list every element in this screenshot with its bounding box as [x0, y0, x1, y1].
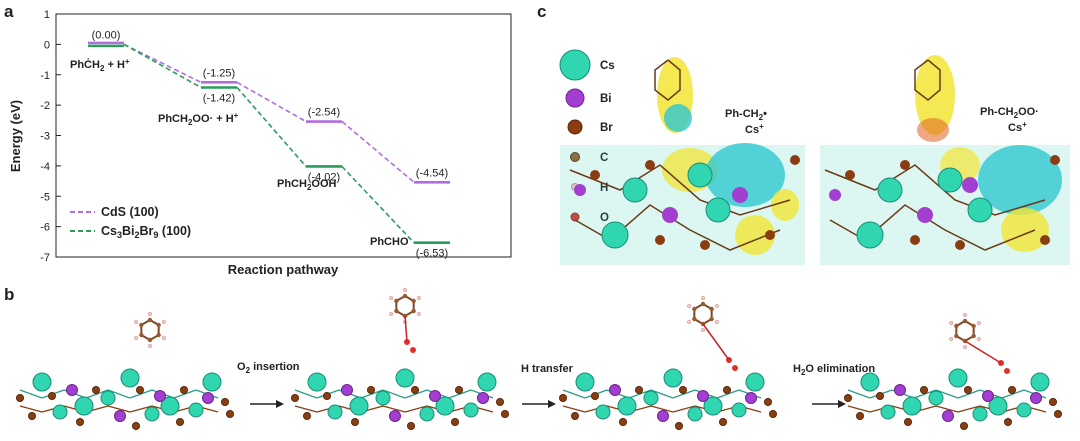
legend-cs-label: Cs — [600, 60, 615, 72]
plot-frame — [55, 13, 512, 258]
slab-structure-2 — [559, 295, 778, 430]
slab-layer — [15, 287, 1063, 430]
series-0-connector-0 — [123, 43, 202, 84]
legend-bi-atom — [565, 88, 585, 108]
y-axis-label: Energy (eV) — [8, 100, 23, 172]
series-1-value-label-3: (-6.53) — [416, 248, 448, 260]
slab-structure-0 — [15, 311, 234, 430]
legend-c-atom — [570, 152, 580, 162]
legend-o-label: O — [600, 212, 609, 224]
series-0-value-label-3: (-4.54) — [416, 167, 448, 179]
legend-h-label: H — [600, 182, 608, 194]
step-label-0: PhĊH2 + H+ — [70, 57, 130, 73]
x-axis-label: Reaction pathway — [228, 262, 339, 277]
series-1-connector-2 — [341, 165, 415, 244]
energy-profile-chart: 1 0 -1 -2 -3 -4 -5 -6 -7 Energy (eV) Reaction pa… — [8, 9, 512, 277]
panel-a-letter: a — [4, 2, 14, 21]
label-ph-ch2oo-radical: Ph-CH2OO· — [980, 106, 1039, 120]
series-0-connector-1 — [236, 81, 307, 123]
step-label-2: PhCH2OOH — [277, 178, 337, 192]
label-ph-ch2-radical: Ph-CH2• — [725, 108, 767, 122]
series-1-value-label-2: (-4.02) — [308, 171, 340, 183]
panel-c-letter: c — [537, 2, 547, 21]
arrow-h-transfer — [522, 400, 556, 408]
y-tick-label: -1 — [40, 70, 50, 82]
y-tick-label: 0 — [44, 39, 50, 51]
label-cs-plus-left: Cs+ — [745, 122, 764, 136]
y-tick-label: -4 — [40, 161, 50, 173]
series-0-value-label-1: (-1.25) — [203, 67, 235, 79]
series-0-connector-2 — [341, 120, 415, 183]
reaction-steps-panel: O2 insertion H transfer H2O elimination — [15, 287, 1063, 430]
legend-br-atom — [567, 119, 583, 135]
series-0-value-label-0: (0.00) — [92, 29, 121, 41]
step-label-1: PhCH2OO· + H+ — [158, 111, 239, 127]
charge-density-structure-right — [820, 55, 1070, 265]
legend-label-cds: CdS (100) — [101, 205, 159, 219]
y-tick-label: -5 — [40, 191, 50, 203]
series-1-connector-0 — [123, 43, 202, 89]
charge-density-panel: Cs Bi Br C H O — [559, 49, 1070, 265]
legend-o-atom — [570, 212, 580, 222]
slab-structure-3 — [844, 312, 1063, 430]
arrow-o2-insertion — [250, 400, 284, 408]
step-o2-insertion-label: O2 insertion — [237, 361, 300, 375]
y-tick-label: -6 — [40, 222, 50, 234]
series-1-value-label-1: (-1.42) — [203, 93, 235, 105]
y-axis-ticks: 1 0 -1 -2 -3 -4 -5 -6 -7 — [40, 9, 61, 264]
panel-b-letter: b — [4, 285, 15, 304]
series-1-connector-1 — [236, 86, 307, 168]
legend-label-csbibr: Cs3Bi2Br9 (100) — [101, 224, 191, 240]
charge-density-structure-left — [560, 57, 805, 265]
step-h-transfer-label: H transfer — [521, 363, 574, 375]
label-cs-plus-right: Cs+ — [1008, 120, 1027, 134]
y-tick-label: -2 — [40, 100, 50, 112]
y-tick-label: -7 — [40, 252, 50, 264]
legend-cs-atom — [559, 49, 591, 81]
legend-br-label: Br — [600, 122, 613, 134]
y-tick-label: 1 — [44, 9, 50, 21]
step-h2o-elimination-label: H2O elimination — [793, 363, 875, 377]
arrow-h2o-elimination — [812, 400, 846, 408]
series-layer: (0.00) (-1.25) (-2.54) (-4.54) (-1.42) (-4.02… — [88, 29, 450, 260]
legend-c-label: C — [600, 152, 608, 164]
y-tick-label: -3 — [40, 131, 50, 143]
series-0-value-label-2: (-2.54) — [308, 107, 340, 119]
slab-structure-1 — [290, 287, 509, 430]
step-label-3: PhCHO — [370, 236, 409, 248]
legend-bi-label: Bi — [600, 93, 612, 105]
